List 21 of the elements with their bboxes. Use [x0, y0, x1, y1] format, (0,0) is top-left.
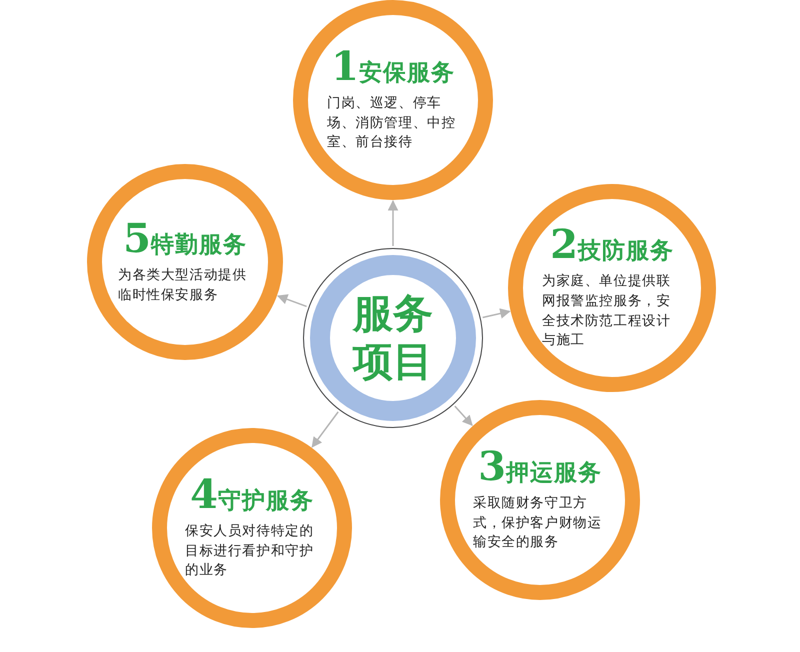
service-title: 押运服务	[506, 459, 602, 488]
service-description: 采取随财务守卫方式，保护客户财物运输安全的服务	[473, 494, 603, 552]
service-description: 为家庭、单位提供联网报警监控服务，安全技术防范工程设计与施工	[542, 272, 672, 350]
service-number: 5	[123, 218, 151, 259]
service-number: 3	[478, 447, 506, 488]
service-title: 安保服务	[358, 59, 455, 88]
arrow	[454, 406, 473, 426]
service-description: 为各类大型活动提供临时性保安服务	[118, 266, 248, 304]
service-description: 保安人员对待特定的目标进行看护和守护的业务	[185, 522, 315, 580]
service-title: 特勤服务	[150, 230, 247, 260]
arrow	[277, 294, 307, 308]
service-number: 2	[550, 225, 578, 266]
service-number: 1	[331, 47, 359, 88]
service-number: 4	[190, 475, 218, 516]
arrow	[312, 411, 339, 448]
service-title: 守护服务	[218, 487, 314, 516]
service-title: 技防服务	[578, 237, 674, 266]
service-description: 门岗、巡逻、停车场、消防管理、中控室、前台接待	[327, 94, 457, 152]
arrow	[482, 308, 511, 319]
center-title: 服务项目	[351, 290, 434, 386]
arrow	[388, 200, 398, 246]
